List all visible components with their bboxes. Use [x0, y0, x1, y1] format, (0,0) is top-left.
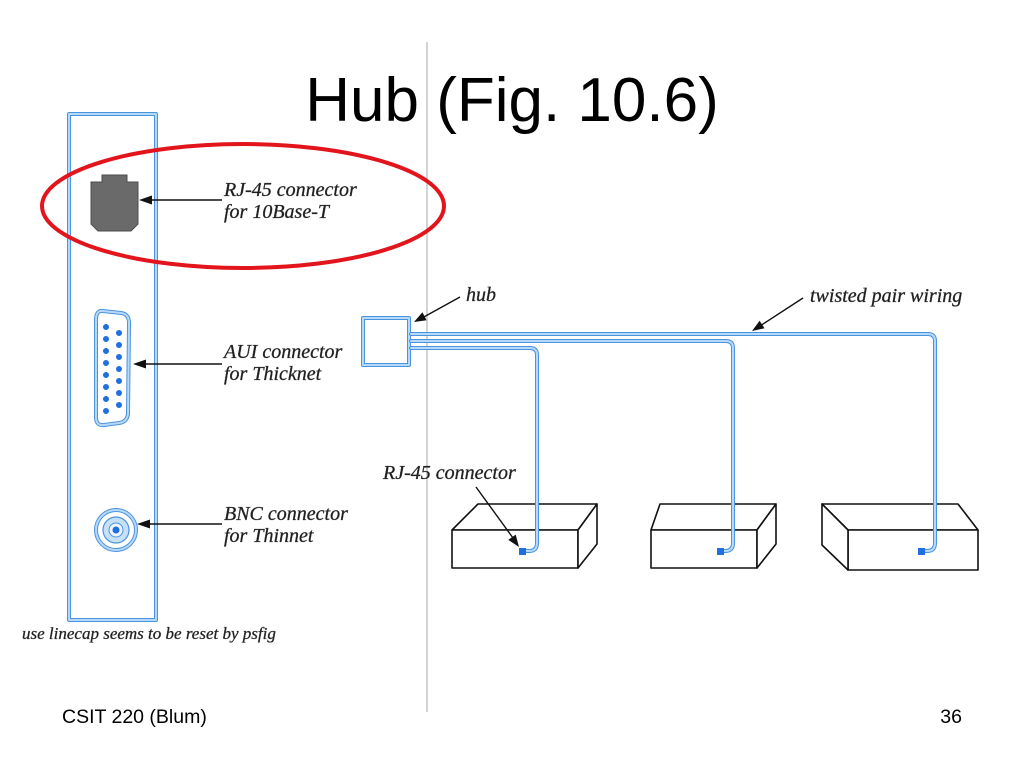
rj45-jack-label: RJ-45 connector: [382, 462, 516, 484]
computer-2-front: [650, 529, 758, 569]
hub-box-border-inner: [362, 317, 410, 366]
nic-panel: [67, 112, 158, 622]
computer-1-rj45-jack: [519, 548, 526, 555]
aui-pin: [116, 330, 122, 336]
computer-2-rj45-jack: [717, 548, 724, 555]
aui-port-shape: [94, 308, 131, 428]
aui-pin: [103, 360, 109, 366]
computer-1: [451, 503, 598, 569]
aui-pin: [103, 408, 109, 414]
rj45-pointer-head: [139, 195, 152, 205]
computer-3-rj45-jack: [918, 548, 925, 555]
footer-page-number: 36: [940, 706, 962, 728]
aui-pin: [103, 372, 109, 378]
computer-1-side: [577, 503, 598, 569]
rj45-pointer-arrow: [139, 195, 222, 205]
computer-3-side: [821, 503, 849, 571]
twisted-pair-label: twisted pair wiring: [810, 285, 962, 307]
jack-pointer-line: [475, 486, 514, 539]
computer-1-top: [451, 503, 598, 531]
wiring-pointer-arrow: [752, 297, 804, 331]
aui-pointer-arrow: [133, 359, 222, 369]
aui-pin: [116, 342, 122, 348]
hub-pointer-arrow: [414, 296, 461, 322]
computer-2-side: [756, 503, 777, 569]
hub-pointer-head: [414, 312, 427, 322]
aui-pin: [103, 324, 109, 330]
rj45-label-line1: RJ-45 connector: [223, 179, 357, 201]
computer-2-top: [650, 503, 777, 531]
slide-title: Hub (Fig. 10.6): [305, 66, 719, 135]
figure-caption: use linecap seems to be reset by psfig: [22, 624, 276, 643]
aui-pin: [103, 336, 109, 342]
computer-3-top: [821, 503, 979, 531]
wiring-pointer-head: [752, 320, 765, 331]
jack-pointer-head: [508, 534, 519, 547]
bnc-center-pin: [112, 526, 120, 534]
aui-port-outline-inner: [95, 309, 130, 427]
aui-label-line1: AUI connector: [222, 341, 343, 363]
aui-label-line2: for Thicknet: [224, 363, 322, 385]
rj45-label-line2: for 10Base-T: [224, 201, 331, 223]
aui-pin: [116, 354, 122, 360]
aui-pin: [116, 366, 122, 372]
hub-pointer-line: [421, 296, 461, 319]
aui-pointer-head: [133, 359, 146, 369]
aui-pin: [103, 396, 109, 402]
aui-pin: [103, 348, 109, 354]
bnc-pointer-head: [137, 519, 150, 529]
jack-pointer-arrow: [475, 486, 519, 547]
aui-pin: [116, 402, 122, 408]
computer-3: [821, 503, 979, 571]
hub-box: [361, 316, 411, 367]
hub-box-fill: [363, 318, 409, 365]
computer-2: [650, 503, 777, 569]
bnc-port-shape: [94, 508, 138, 552]
bnc-label-line1: BNC connector: [224, 503, 348, 525]
aui-pin: [116, 390, 122, 396]
wire-to-computer-1-inner: [410, 347, 538, 552]
hub-label: hub: [466, 284, 496, 306]
bnc-outer-ring-inner: [95, 509, 137, 551]
wiring-pointer-line: [759, 297, 804, 327]
twisted-pair-wires: [409, 332, 937, 553]
rj45-port-shape: [90, 174, 139, 232]
aui-pin: [116, 378, 122, 384]
wire-to-computer-3-inner: [410, 333, 936, 552]
nic-panel-border-inner: [68, 113, 157, 621]
wire-to-computer-2-inner: [410, 340, 734, 552]
computer-3-front: [847, 529, 979, 571]
aui-port-outline: [94, 308, 131, 428]
bnc-pointer-arrow: [137, 519, 222, 529]
rj45-highlight-ellipse: [40, 142, 446, 270]
bnc-label-line2: for Thinnet: [224, 525, 314, 547]
aui-pin: [103, 384, 109, 390]
footer-course: CSIT 220 (Blum): [62, 706, 207, 728]
